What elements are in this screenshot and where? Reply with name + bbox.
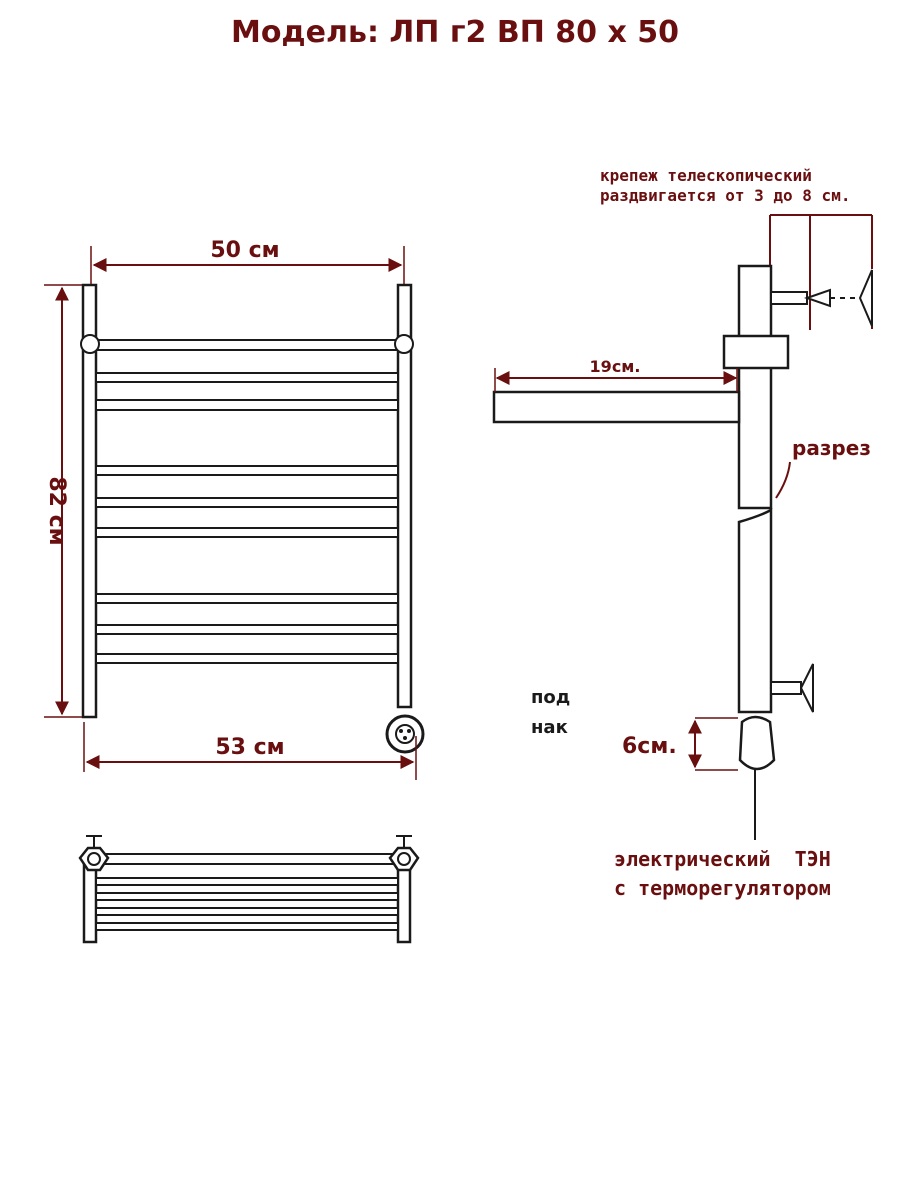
heating-element-plug-icon xyxy=(385,714,425,754)
right-hex-fitting-icon xyxy=(388,835,420,872)
width-axis-label: 50 см xyxy=(210,238,279,263)
left-hex-fitting-icon xyxy=(78,835,110,872)
overall-width-label: 53 см xyxy=(215,735,284,760)
side-upper-riser xyxy=(737,264,773,510)
depth-label: 19см. xyxy=(590,357,641,376)
page-title: Модель: ЛП г2 ВП 80 х 50 xyxy=(231,15,679,50)
front-view: 50 см 82 см 53 см xyxy=(44,238,425,780)
side-lower-riser xyxy=(737,507,773,714)
heating-element-caption-line-1: электрический ТЭН xyxy=(614,847,831,871)
cut-marker xyxy=(775,461,791,499)
rail xyxy=(95,372,399,383)
right-riser xyxy=(396,283,413,709)
right-mount-knob xyxy=(394,334,414,354)
rail xyxy=(95,527,399,538)
mount-note-line-2: раздвигается от 3 до 8 см. xyxy=(600,186,850,205)
rail xyxy=(95,339,399,351)
top-right-post xyxy=(396,860,412,944)
side-arm xyxy=(492,390,741,424)
height-label: 82 см xyxy=(44,476,69,545)
clearance-label: 6см. xyxy=(622,734,677,759)
wall-bracket-bottom-icon xyxy=(770,663,814,713)
mount-note-line-1: крепеж телескопический xyxy=(600,166,812,185)
cut-label: разрез xyxy=(792,436,871,460)
rail xyxy=(95,653,399,664)
side-view: крепеж телескопический раздвигается от 3… xyxy=(492,166,873,900)
heating-element-caption-line-2: с терморегулятором xyxy=(614,876,831,900)
rail xyxy=(95,465,399,476)
rail xyxy=(95,399,399,411)
rail xyxy=(95,593,399,604)
rail xyxy=(95,624,399,635)
top-left-post xyxy=(82,860,98,944)
left-mount-knob xyxy=(80,334,100,354)
rails-group xyxy=(95,339,399,664)
wall-bracket-top-icon xyxy=(770,269,873,327)
side-clamp xyxy=(722,334,790,370)
rail xyxy=(95,497,399,508)
mount-note-fragment-line-1: под xyxy=(531,687,570,708)
mount-note-fragment-line-2: нак xyxy=(531,717,568,738)
top-view xyxy=(78,835,420,944)
heating-element-icon xyxy=(738,715,776,840)
